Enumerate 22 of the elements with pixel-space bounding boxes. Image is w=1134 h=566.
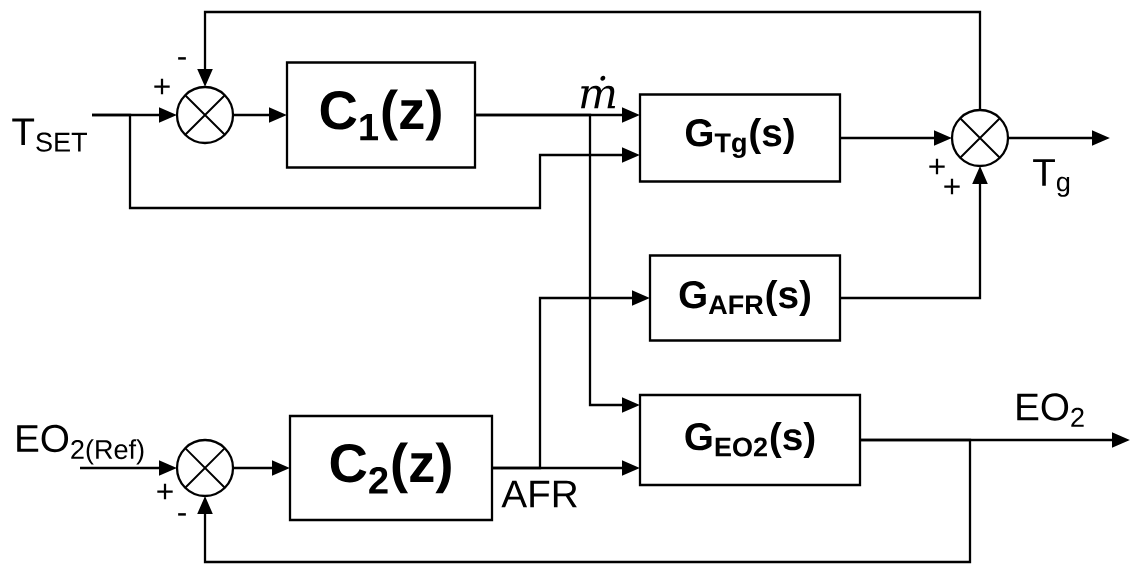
- transfer-function-box: G$_{EO2}$(s): [638, 393, 862, 487]
- controller-box: C$_{2}$(z): [288, 414, 494, 522]
- signal-label: T$_{SET}$: [12, 118, 87, 152]
- edge-label: T$_{g}$: [1030, 157, 1074, 199]
- arrow: [197, 438, 972, 564]
- sign-label: +: [944, 178, 960, 195]
- sign-label: -: [178, 57, 186, 60]
- arrow: [197, 10, 982, 110]
- transfer-function-box: G$_{Tg}$(s): [638, 93, 842, 183]
- sign-label: -: [178, 513, 186, 516]
- summing-junction: [175, 85, 235, 145]
- signal-label: EO$_{2(Ref)}$: [17, 424, 144, 465]
- sign-label: +: [929, 158, 945, 175]
- transfer-function-box: G$_{AFR}$(s): [648, 254, 842, 342]
- edge-label: AFR: [499, 478, 581, 510]
- edge-label: EO$_{2}$: [1012, 391, 1088, 429]
- edge-label: ṁ: [576, 74, 620, 110]
- sign-label: +: [157, 483, 173, 500]
- controller-box: C$_{1}$(z): [285, 61, 477, 169]
- summing-junction: [175, 438, 235, 498]
- sign-label: +: [154, 78, 170, 95]
- summing-junction: [950, 108, 1010, 168]
